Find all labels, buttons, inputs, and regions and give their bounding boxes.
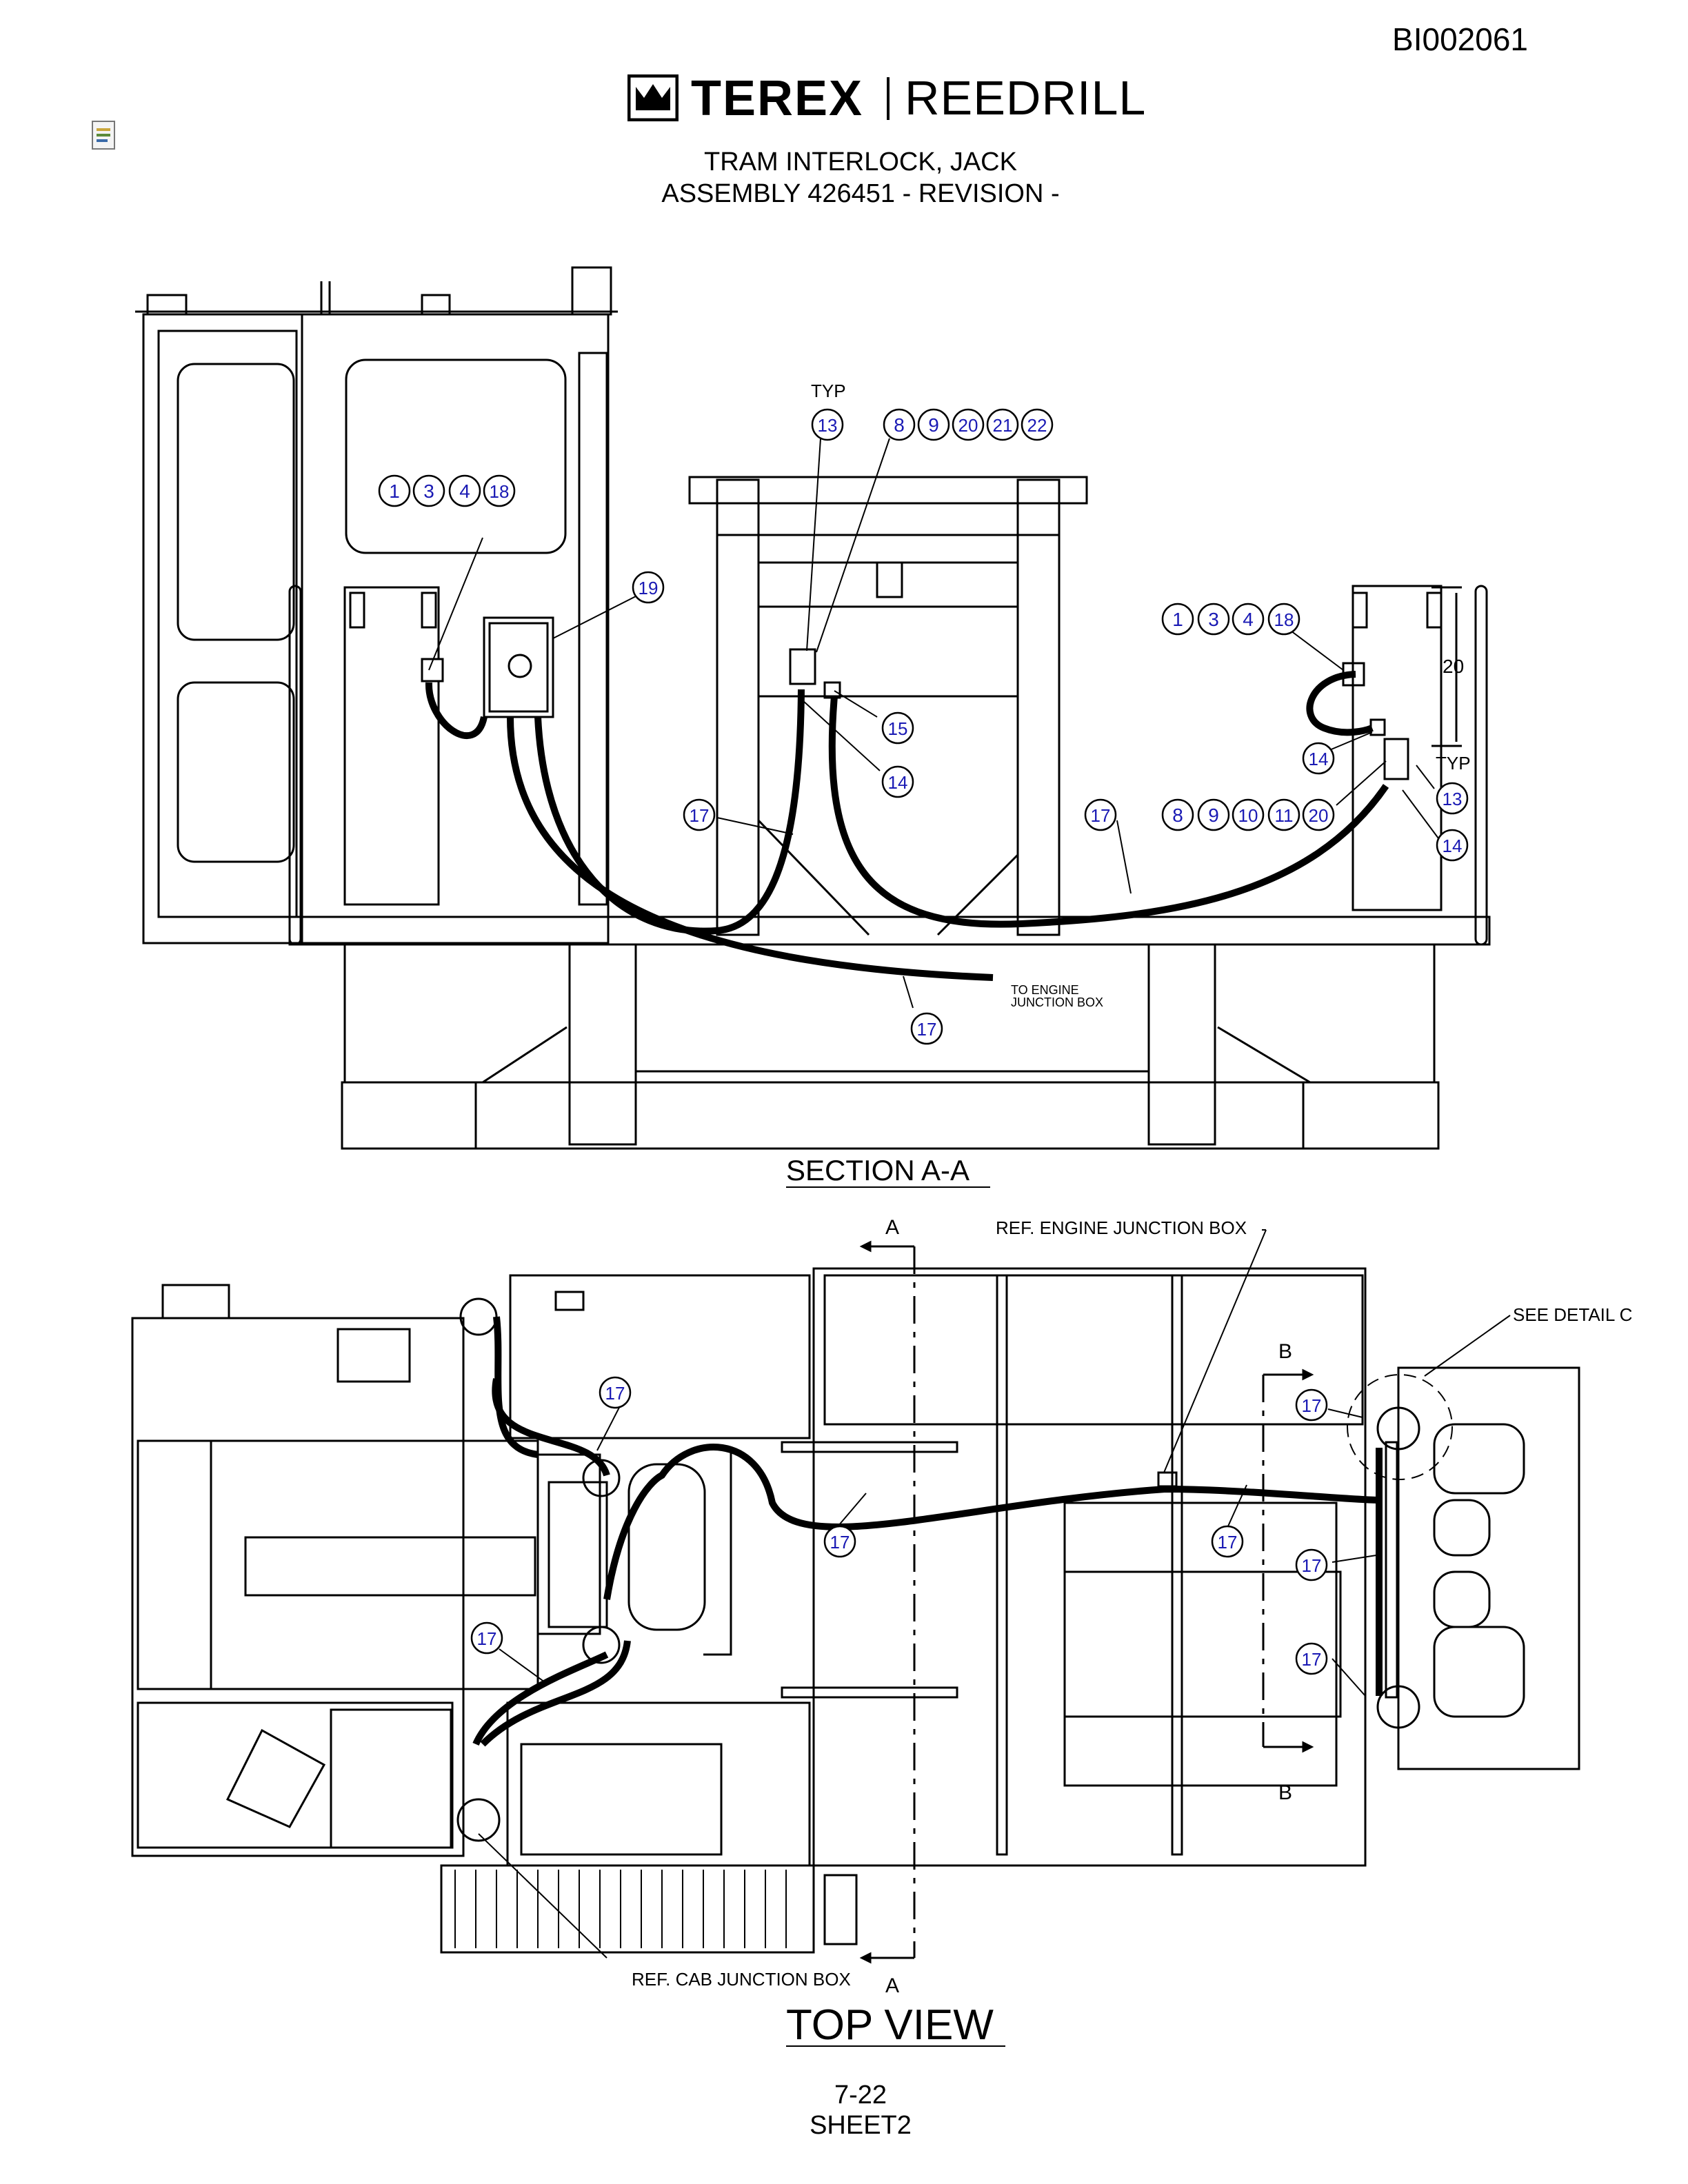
svg-text:8: 8 bbox=[894, 414, 905, 436]
page-number: 7-22 bbox=[834, 2081, 887, 2110]
svg-text:17: 17 bbox=[690, 805, 710, 826]
section-balloon-24: 8 bbox=[1161, 798, 1194, 831]
svg-text:14: 14 bbox=[1309, 749, 1329, 769]
section-balloon-16: 17 bbox=[910, 1012, 943, 1045]
svg-text:18: 18 bbox=[490, 481, 510, 502]
top-view-balloon-6: 17 bbox=[1295, 1642, 1328, 1675]
section-balloon-4: 18 bbox=[483, 474, 516, 507]
drawing-subtitle: ASSEMBLY 426451 - REVISION - bbox=[661, 179, 1060, 208]
cut-b-bottom: B bbox=[1278, 1781, 1292, 1804]
svg-text:1: 1 bbox=[1172, 609, 1183, 630]
typ-label-2: TYP bbox=[1436, 753, 1471, 774]
section-balloon-12: 15 bbox=[881, 711, 914, 745]
top-view-label: TOP VIEW bbox=[786, 2001, 994, 2049]
svg-text:22: 22 bbox=[1027, 415, 1047, 436]
cut-a-top: A bbox=[885, 1216, 899, 1239]
svg-text:4: 4 bbox=[1243, 609, 1254, 630]
section-balloon-6: 8 bbox=[883, 408, 916, 441]
svg-text:17: 17 bbox=[830, 1532, 850, 1553]
section-balloon-14: 17 bbox=[683, 798, 716, 831]
terex-crown-icon bbox=[627, 74, 679, 121]
top-view-balloon-3: 17 bbox=[1211, 1525, 1244, 1558]
document-id: BI002061 bbox=[1392, 21, 1528, 57]
section-balloon-19: 4 bbox=[1232, 603, 1265, 636]
top-view-balloon-2: 17 bbox=[823, 1525, 856, 1558]
top-view-balloon-4: 17 bbox=[1295, 1388, 1328, 1422]
section-balloon-5: 13 bbox=[811, 408, 844, 441]
section-balloon-1: 1 bbox=[378, 474, 411, 507]
svg-text:8: 8 bbox=[1172, 805, 1183, 826]
brand-terex: TEREX bbox=[691, 71, 864, 126]
svg-text:11: 11 bbox=[1275, 805, 1294, 826]
svg-text:18: 18 bbox=[1274, 609, 1294, 630]
note-to-engine: TO ENGINE bbox=[1011, 983, 1079, 997]
section-balloon-13: 14 bbox=[881, 765, 914, 798]
section-balloon-20: 18 bbox=[1267, 603, 1300, 636]
svg-text:20: 20 bbox=[958, 415, 978, 436]
svg-text:3: 3 bbox=[1208, 609, 1219, 630]
svg-text:10: 10 bbox=[1238, 805, 1258, 826]
typ-label-1: TYP bbox=[811, 381, 846, 401]
svg-text:14: 14 bbox=[888, 772, 908, 793]
section-balloon-8: 20 bbox=[952, 408, 985, 441]
svg-text:1: 1 bbox=[389, 481, 400, 502]
brand-reedrill: REEDRILL bbox=[905, 71, 1147, 125]
svg-text:19: 19 bbox=[639, 578, 659, 598]
top-view-balloon-1: 17 bbox=[599, 1376, 632, 1409]
svg-text:17: 17 bbox=[1302, 1555, 1322, 1576]
section-balloon-27: 11 bbox=[1267, 798, 1300, 831]
svg-text:9: 9 bbox=[928, 414, 939, 436]
svg-text:20: 20 bbox=[1309, 805, 1329, 826]
section-balloon-10: 22 bbox=[1021, 408, 1054, 441]
section-balloon-25: 9 bbox=[1197, 798, 1230, 831]
see-detail-c: SEE DETAIL C bbox=[1513, 1304, 1632, 1325]
svg-text:17: 17 bbox=[917, 1019, 937, 1040]
drawing-title: TRAM INTERLOCK, JACK bbox=[704, 148, 1017, 176]
section-balloon-9: 21 bbox=[986, 408, 1019, 441]
cut-a-bottom: A bbox=[885, 1974, 899, 1997]
svg-text:17: 17 bbox=[1218, 1532, 1238, 1553]
section-balloon-26: 10 bbox=[1232, 798, 1265, 831]
svg-text:17: 17 bbox=[1302, 1395, 1322, 1416]
top-view-balloon-7: 17 bbox=[470, 1621, 503, 1655]
section-balloon-2: 3 bbox=[412, 474, 445, 507]
section-balloon-23: 14 bbox=[1436, 829, 1469, 862]
note-junction-box: JUNCTION BOX bbox=[1011, 995, 1103, 1009]
sheet-number: SHEET2 bbox=[810, 2111, 912, 2140]
svg-text:17: 17 bbox=[605, 1383, 625, 1404]
top-view-balloon-5: 17 bbox=[1295, 1548, 1328, 1581]
svg-text:17: 17 bbox=[477, 1628, 497, 1649]
svg-text:13: 13 bbox=[818, 415, 838, 436]
section-balloon-17: 1 bbox=[1161, 603, 1194, 636]
section-balloon-22: 13 bbox=[1436, 782, 1469, 815]
section-balloon-18: 3 bbox=[1197, 603, 1230, 636]
document-icon[interactable] bbox=[91, 120, 119, 152]
svg-text:14: 14 bbox=[1443, 836, 1463, 856]
cut-b-top: B bbox=[1278, 1340, 1292, 1363]
ref-engine-junction-box: REF. ENGINE JUNCTION BOX bbox=[996, 1217, 1247, 1238]
section-balloon-11: 19 bbox=[632, 571, 665, 604]
dimension-20: 20 bbox=[1443, 656, 1464, 677]
svg-text:9: 9 bbox=[1208, 805, 1219, 826]
svg-text:17: 17 bbox=[1302, 1649, 1322, 1670]
svg-text:21: 21 bbox=[993, 415, 1013, 436]
section-balloon-21: 14 bbox=[1302, 742, 1335, 775]
section-balloon-3: 4 bbox=[448, 474, 481, 507]
section-a-a-drawing bbox=[135, 266, 1491, 1188]
svg-text:17: 17 bbox=[1091, 805, 1111, 826]
svg-text:4: 4 bbox=[459, 481, 470, 502]
ref-cab-junction-box: REF. CAB JUNCTION BOX bbox=[632, 1969, 851, 1990]
svg-text:15: 15 bbox=[888, 718, 908, 739]
section-balloon-15: 17 bbox=[1084, 798, 1117, 831]
svg-text:3: 3 bbox=[423, 481, 434, 502]
brand-divider bbox=[887, 77, 890, 120]
top-view-drawing bbox=[131, 1229, 1580, 2047]
section-balloon-7: 9 bbox=[917, 408, 950, 441]
svg-text:13: 13 bbox=[1443, 789, 1463, 809]
section-label: SECTION A-A bbox=[786, 1154, 969, 1186]
section-balloon-28: 20 bbox=[1302, 798, 1335, 831]
